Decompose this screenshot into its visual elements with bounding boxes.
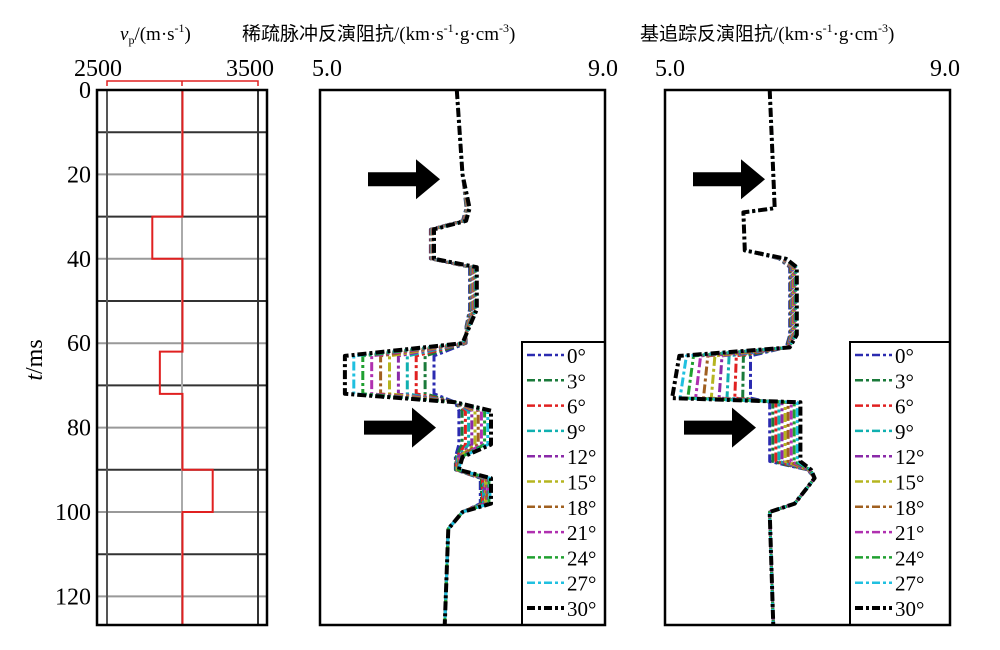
x-tick-label: 9.0 bbox=[930, 56, 960, 82]
y-tick-label: 80 bbox=[67, 416, 91, 442]
impedance-curve-30deg bbox=[342, 89, 493, 626]
basis-pursuit-title: 基追踪反演阻抗/(km·s-1·g·cm-3) bbox=[640, 21, 894, 45]
y-tick-label: 100 bbox=[55, 500, 91, 526]
legend-label: 0° bbox=[895, 344, 914, 368]
legend-box bbox=[521, 341, 606, 626]
legend-label: 0° bbox=[567, 344, 586, 368]
legend-label: 27° bbox=[895, 572, 924, 596]
panel-frame bbox=[95, 88, 269, 627]
x-tick-label: 3500 bbox=[226, 56, 274, 82]
y-tick-label: 20 bbox=[67, 162, 91, 188]
legend-label: 12° bbox=[895, 445, 924, 469]
legend-label: 9° bbox=[895, 420, 914, 444]
x-tick-label: 5.0 bbox=[312, 56, 342, 82]
velocity-curve bbox=[151, 90, 214, 626]
arrow-icon bbox=[368, 159, 440, 200]
arrow-icon bbox=[364, 407, 436, 448]
legend-label: 6° bbox=[895, 395, 914, 419]
y-tick-label: 60 bbox=[67, 331, 91, 357]
x-tick-label: 5.0 bbox=[655, 56, 685, 82]
x-tick-label: 9.0 bbox=[588, 56, 618, 82]
legend-label: 3° bbox=[567, 369, 586, 393]
legend-label: 9° bbox=[567, 420, 586, 444]
arrow-icon bbox=[684, 407, 756, 448]
legend-label: 15° bbox=[567, 471, 596, 495]
legend-label: 6° bbox=[567, 395, 586, 419]
legend-label: 24° bbox=[895, 546, 924, 570]
y-tick-labels: 0 20 40 60 80 100 120 bbox=[55, 78, 91, 610]
impedance-curve-30deg bbox=[670, 89, 817, 626]
panel-frame bbox=[663, 88, 952, 627]
legend-box bbox=[849, 341, 951, 626]
legend-label: 21° bbox=[895, 521, 924, 545]
legend-label: 27° bbox=[567, 572, 596, 596]
legend-label: 21° bbox=[567, 521, 596, 545]
y-tick-label: 120 bbox=[55, 584, 91, 610]
arrow-icon bbox=[693, 159, 765, 200]
legend-label: 12° bbox=[567, 445, 596, 469]
legend-label: 24° bbox=[567, 546, 596, 570]
y-tick-label: 40 bbox=[67, 247, 91, 273]
velocity-title: vp/(m·s-1) bbox=[120, 21, 191, 47]
x-tick-label: 2500 bbox=[74, 56, 122, 82]
legend-label: 18° bbox=[895, 496, 924, 520]
sparse-spike-panel: 0°3°6°9°12°15°18°21°24°27°30° bbox=[318, 88, 607, 627]
y-tick-label: 0 bbox=[79, 78, 91, 104]
velocity-scale-bar bbox=[106, 80, 259, 86]
panel-frame bbox=[318, 88, 607, 627]
velocity-panel bbox=[95, 80, 269, 627]
legend-label: 15° bbox=[895, 471, 924, 495]
legend-label: 30° bbox=[895, 597, 924, 621]
sparse-spike-title: 稀疏脉冲反演阻抗/(km·s-1·g·cm-3) bbox=[242, 21, 515, 45]
legend-label: 3° bbox=[895, 369, 914, 393]
legend-label: 30° bbox=[567, 597, 596, 621]
basis-pursuit-panel: 0°3°6°9°12°15°18°21°24°27°30° bbox=[663, 88, 952, 627]
y-axis-label: t/ms bbox=[22, 339, 48, 380]
legend-label: 18° bbox=[567, 496, 596, 520]
